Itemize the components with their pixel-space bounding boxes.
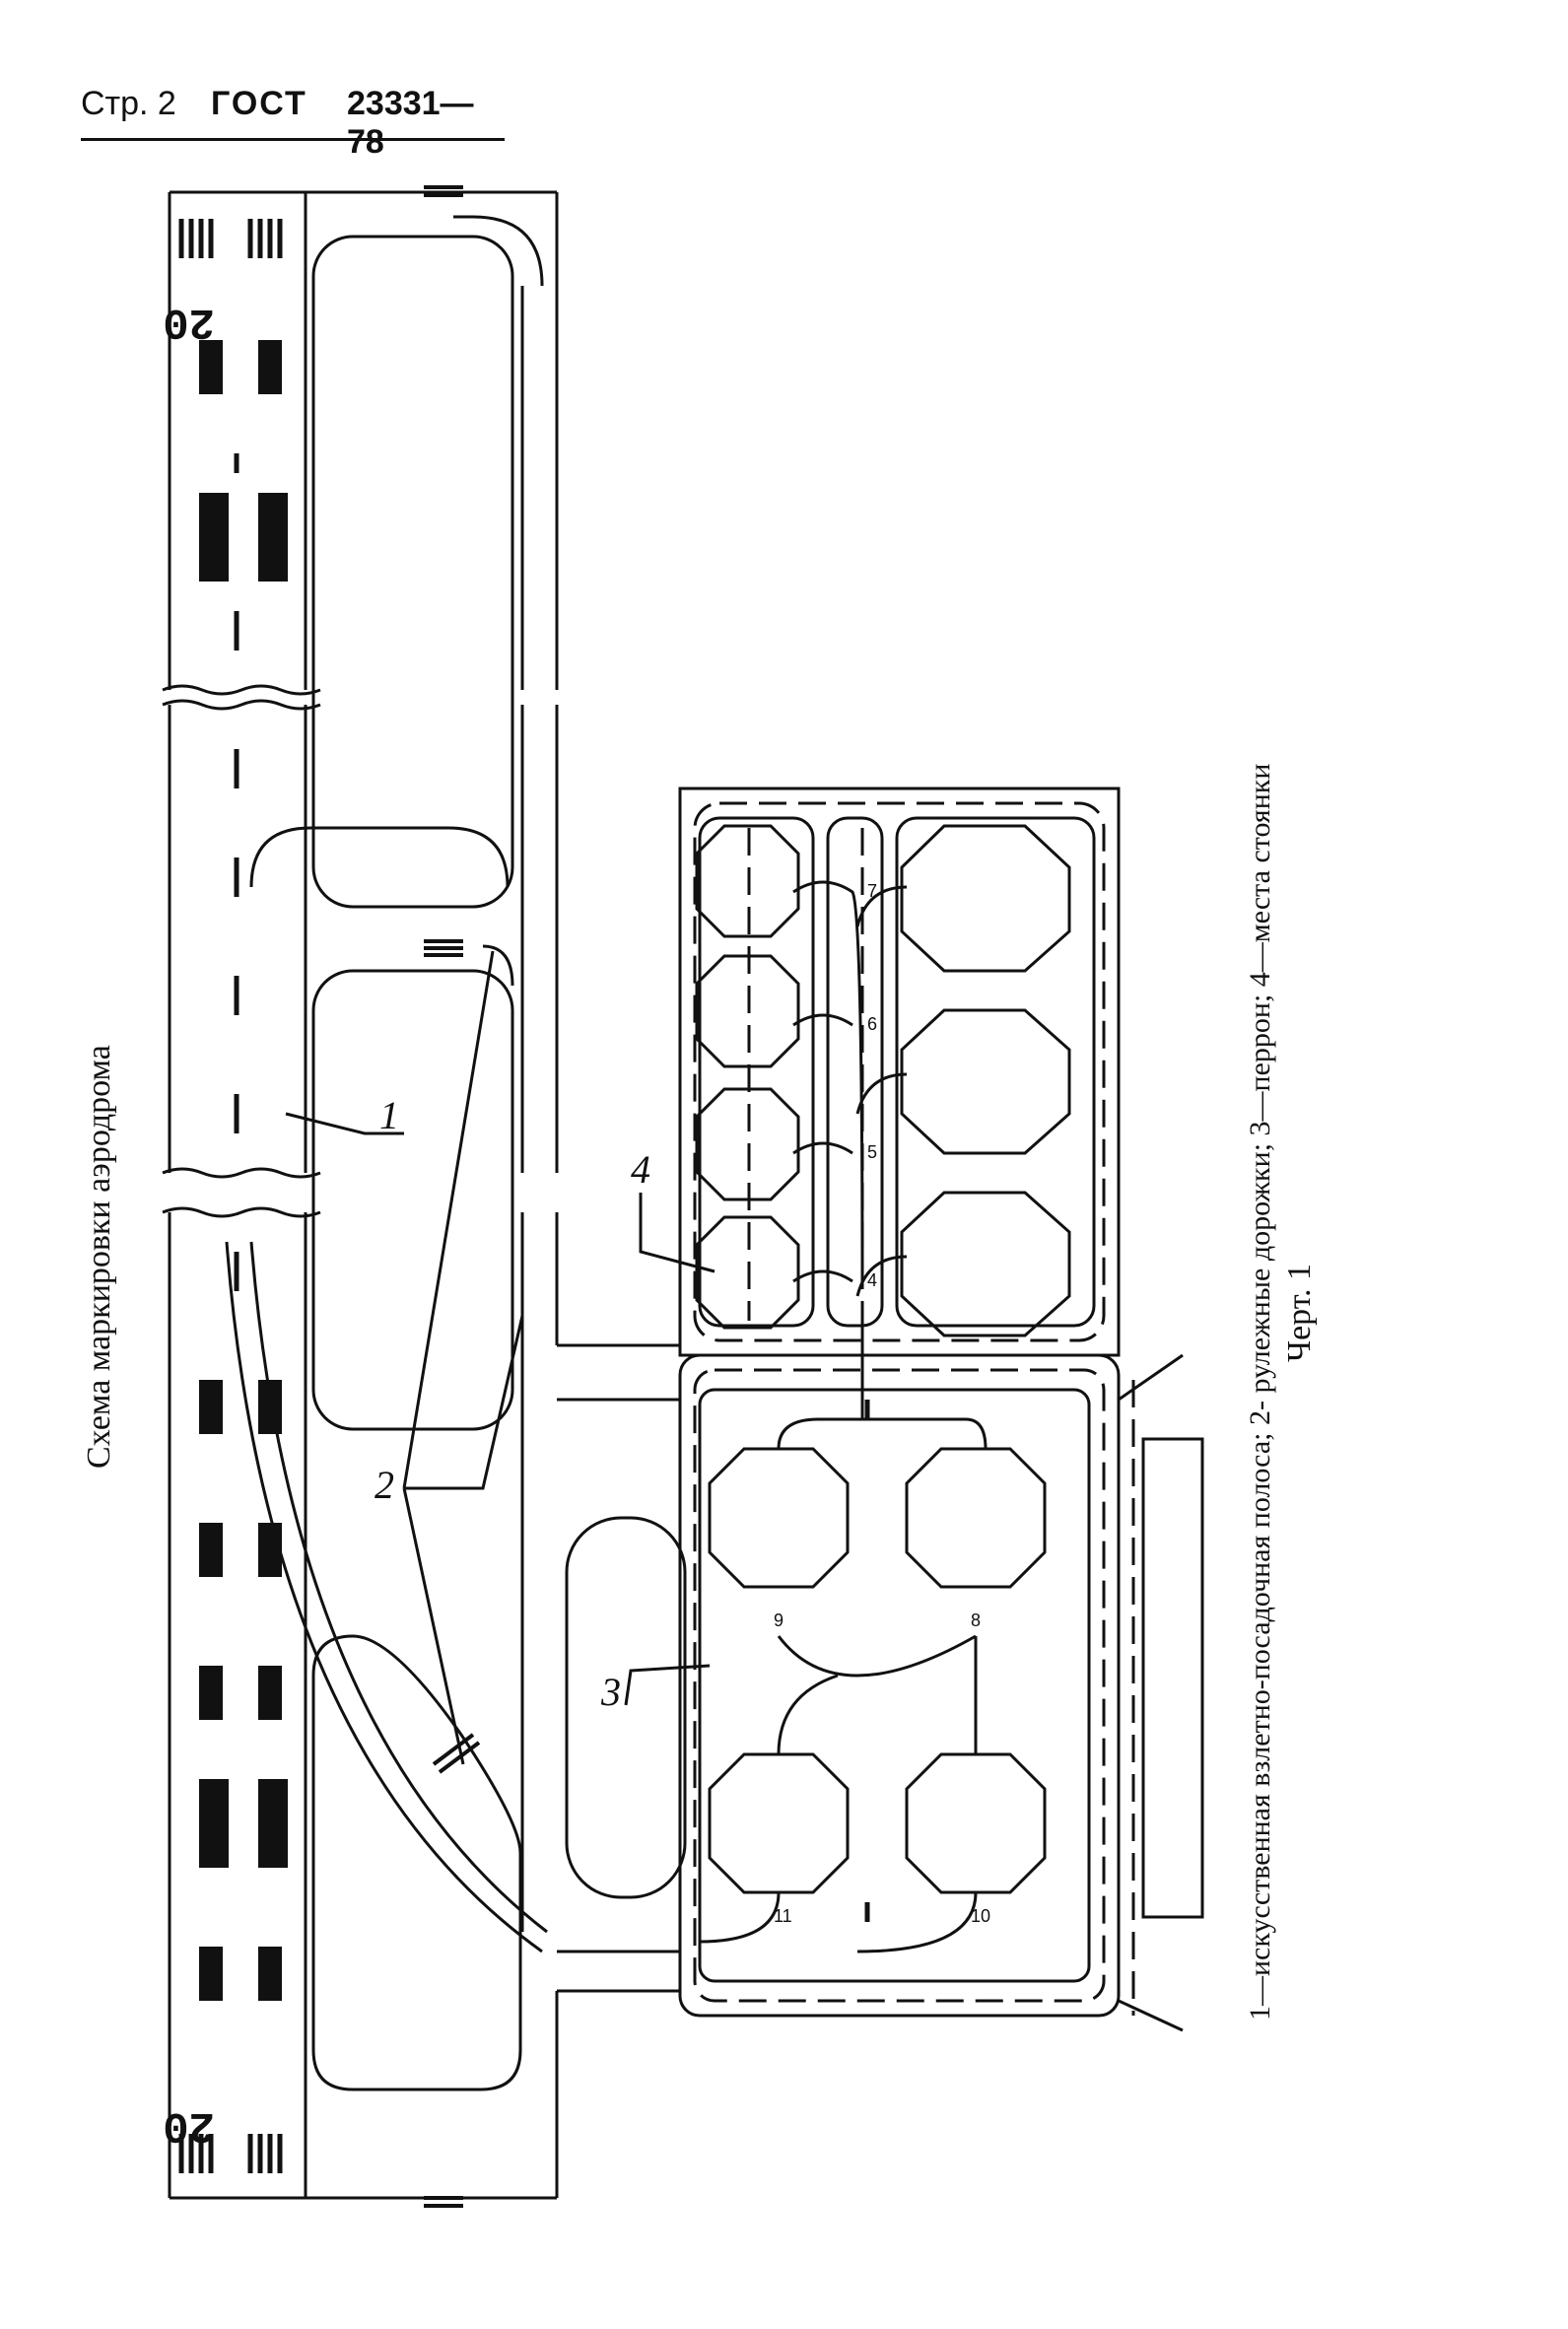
callout-4: 4	[631, 1147, 650, 1192]
standard-label: ГОСТ	[211, 85, 307, 122]
stand-area-upper	[678, 787, 1121, 1357]
callouts: 1 2 3 4	[285, 950, 716, 1765]
stand-lead-lines-upper	[792, 880, 908, 1419]
callout-3: 3	[600, 1670, 621, 1714]
stand-number-4: 4	[867, 1270, 877, 1290]
page-header: Стр. 2 ГОСТ 23331—78	[81, 79, 505, 161]
stands-upper-left	[695, 824, 800, 1330]
threshold-marking-bottom	[178, 2134, 283, 2173]
callout-1: 1	[379, 1093, 399, 1137]
touchdown-zone-marks	[199, 340, 288, 2001]
stand-number-5: 5	[867, 1142, 877, 1162]
page-number: Стр. 2	[81, 85, 176, 122]
runway	[162, 190, 321, 2200]
stand-number-7: 7	[867, 881, 877, 901]
stand-number-6: 6	[867, 1014, 877, 1034]
stand-number-labels: 4 5 6 7 8 9 10 11	[774, 881, 990, 1926]
apron	[678, 1353, 1204, 2032]
stand-number-10: 10	[971, 1906, 990, 1926]
stand-number-11: 11	[774, 1906, 792, 1926]
runway-designator-top: 20	[163, 297, 215, 346]
stands-apron	[708, 1447, 1047, 1894]
stands-upper-right	[900, 824, 1071, 1337]
callout-2: 2	[375, 1463, 394, 1507]
runway-designator-bottom: 20	[163, 2100, 215, 2150]
stand-lead-lines-apron	[699, 1400, 988, 1953]
figure-legend: 1—искусственная взлетно-посадочная полос…	[1244, 763, 1276, 2021]
figure-caption: Черт. 1	[1281, 1263, 1318, 1362]
threshold-marking-top	[178, 219, 283, 258]
stand-number-9: 9	[774, 1610, 784, 1630]
apron-island	[565, 1516, 687, 1899]
standard-number: 23331—78	[347, 85, 474, 161]
taxiway-network	[225, 185, 680, 2208]
stand-number-8: 8	[971, 1610, 981, 1630]
